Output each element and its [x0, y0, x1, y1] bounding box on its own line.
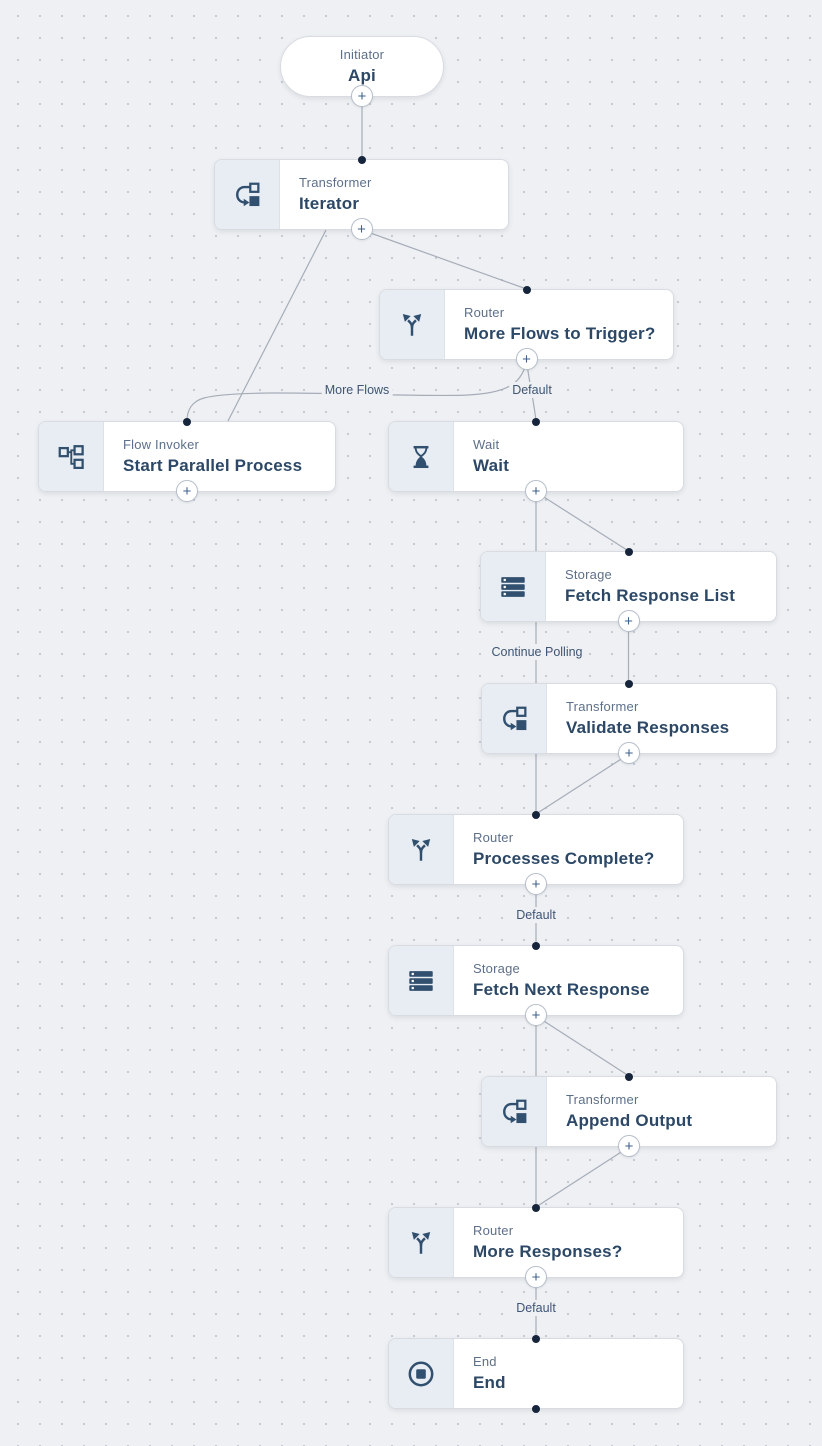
add-step-button[interactable]: + [618, 1135, 640, 1157]
input-connector-dot [183, 417, 191, 426]
node-title: Fetch Response List [565, 586, 736, 605]
node-type-label: Transformer [299, 175, 372, 190]
node-title: Iterator [299, 194, 360, 213]
node-title: Fetch Next Response [473, 980, 650, 999]
transformer-icon [236, 182, 260, 206]
node-icon-panel [389, 1208, 454, 1277]
node-type-label: End [473, 1354, 497, 1369]
node-icon-panel [482, 1077, 547, 1146]
end-stop-icon [408, 1361, 434, 1386]
transformer-icon [503, 1099, 527, 1123]
node-type-label: Flow Invoker [123, 437, 200, 452]
router-icon [411, 1231, 431, 1254]
node-fetch-response-list[interactable]: Storage Fetch Response List + [480, 547, 777, 632]
input-connector-dot [532, 941, 540, 950]
node-flow-invoker[interactable]: Flow Invoker Start Parallel Process + [38, 417, 336, 502]
node-title: Start Parallel Process [123, 456, 303, 475]
edge-fetch-next-to-append-output [535, 1015, 630, 1077]
input-connector-dot [532, 1203, 540, 1212]
storage-icon [501, 576, 525, 597]
add-step-button[interactable]: + [350, 218, 373, 240]
node-icon-panel [215, 160, 280, 229]
add-step-button[interactable]: + [618, 742, 640, 764]
input-connector-dot [624, 547, 633, 556]
edge-label-default-3: Default [513, 1300, 559, 1316]
transformer-icon [503, 706, 527, 730]
node-title: Validate Responses [566, 718, 730, 737]
input-connector-dot [532, 1334, 540, 1343]
add-step-button[interactable]: + [525, 480, 547, 502]
input-connector-dot [522, 285, 531, 294]
add-step-button[interactable]: + [525, 1266, 547, 1288]
node-more-flows-router[interactable]: Router More Flows to Trigger? + [379, 285, 674, 370]
edge-append-output-to-more-responses [535, 1146, 630, 1208]
storage-icon [409, 970, 433, 991]
node-title: Append Output [566, 1111, 693, 1130]
node-validate-responses[interactable]: Transformer Validate Responses + [481, 679, 777, 764]
flow-invoker-icon [58, 444, 84, 469]
node-end[interactable]: End End [388, 1334, 684, 1413]
add-step-button[interactable]: + [515, 348, 538, 370]
node-fetch-next-response[interactable]: Storage Fetch Next Response + [388, 941, 684, 1026]
node-title: Processes Complete? [473, 849, 655, 868]
node-api-initiator[interactable]: Initiator Api + [280, 36, 444, 107]
node-iterator[interactable]: Transformer Iterator + [214, 155, 509, 240]
node-type-label: Transformer [566, 699, 639, 714]
node-icon-panel [389, 1339, 454, 1408]
input-connector-dot [532, 417, 540, 426]
edge-label-default-1: Default [509, 382, 555, 398]
input-connector-dot [625, 679, 633, 688]
node-icon-panel [389, 946, 454, 1015]
node-title: End [473, 1373, 506, 1392]
edge-label-more-flows: More Flows [321, 382, 393, 398]
node-type-label: Transformer [566, 1092, 639, 1107]
output-connector-dot [532, 1404, 540, 1413]
node-title: Api [348, 66, 376, 85]
input-connector-dot [625, 1072, 633, 1081]
edge-label-continue-polling: Continue Polling [488, 644, 586, 660]
edge-iterator-to-flow-invoker [227, 229, 327, 422]
add-step-button[interactable]: + [525, 873, 547, 895]
node-type-label: Storage [565, 567, 612, 582]
node-icon-panel [389, 422, 454, 491]
node-type-label: Wait [473, 437, 500, 452]
node-icon-panel [482, 684, 547, 753]
node-more-responses-router[interactable]: Router More Responses? + [388, 1203, 684, 1288]
node-title: More Flows to Trigger? [464, 324, 656, 343]
node-type-label: Router [473, 1223, 514, 1238]
add-step-button[interactable]: + [176, 480, 198, 502]
edge-wait-to-fetch-response-list [535, 491, 629, 552]
node-type-label: Router [464, 305, 505, 320]
node-type-label: Router [473, 830, 514, 845]
node-processes-complete-router[interactable]: Router Processes Complete? + [388, 810, 684, 895]
add-step-button[interactable]: + [525, 1004, 547, 1026]
node-icon-panel [39, 422, 104, 491]
node-append-output[interactable]: Transformer Append Output + [481, 1072, 777, 1157]
node-type-label: Storage [473, 961, 520, 976]
hourglass-icon [413, 445, 429, 468]
input-connector-dot [357, 155, 366, 164]
node-wait[interactable]: Wait Wait + [388, 417, 684, 502]
node-type-label: Initiator [339, 47, 385, 62]
node-icon-panel [389, 815, 454, 884]
router-icon [402, 313, 422, 336]
node-title: More Responses? [473, 1242, 623, 1261]
node-icon-panel [481, 552, 546, 621]
edge-validate-to-processes-complete [535, 753, 630, 815]
add-step-button[interactable]: + [351, 85, 373, 107]
add-step-button[interactable]: + [617, 610, 640, 632]
edge-label-default-2: Default [513, 907, 559, 923]
node-title: Wait [473, 456, 510, 475]
node-icon-panel [380, 290, 445, 359]
input-connector-dot [532, 810, 540, 819]
router-icon [411, 838, 431, 861]
edge-iterator-to-more-flows-router [361, 229, 527, 290]
